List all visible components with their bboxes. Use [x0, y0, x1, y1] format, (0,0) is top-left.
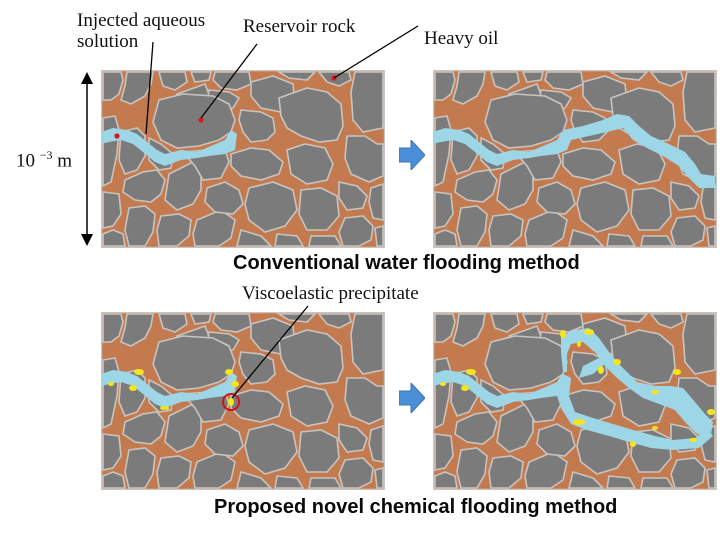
precipitate [466, 369, 476, 375]
leader-line-rock [200, 43, 258, 119]
precipitate [129, 385, 137, 391]
leader-line-injected [145, 41, 154, 135]
water-path [579, 358, 605, 378]
precipitate [461, 385, 469, 391]
water-path [101, 370, 237, 408]
precipitate [440, 382, 446, 386]
scale-base: 10 [16, 150, 35, 172]
marker-injected-solution [114, 133, 120, 139]
heavy-oil-label: Heavy oil [424, 28, 499, 49]
precipitate-blobs [440, 329, 715, 447]
water-path [557, 374, 713, 450]
precipitate-highlight-circle [222, 393, 240, 411]
precipitate [231, 381, 239, 387]
double-vertical-arrow-icon [81, 72, 93, 246]
precipitate [228, 398, 234, 406]
leader-line-precipitate [231, 305, 309, 399]
precipitate [598, 366, 604, 374]
water-path [433, 114, 715, 188]
micromodel-proposed-before [101, 312, 385, 490]
water-path [101, 128, 237, 166]
injected-aqueous-solution-label: Injected aqueous solution [77, 10, 205, 52]
reservoir-rock-label: Reservoir rock [243, 16, 356, 37]
precipitate [560, 330, 566, 338]
water-path [561, 328, 713, 438]
scale-unit: m [57, 150, 73, 172]
injected-label-line2: solution [77, 31, 139, 52]
precipitate [651, 390, 659, 394]
precipitate [134, 369, 144, 375]
precipitate [689, 438, 697, 442]
injected-label-line1: Injected aqueous [77, 10, 206, 31]
leader-line-oil [333, 25, 419, 79]
precipitate [584, 329, 594, 335]
micromodel-proposed-after [433, 312, 717, 490]
precipitate [577, 341, 581, 347]
precipitate [225, 369, 233, 375]
scale-label: 10 −3 m [16, 145, 72, 171]
conventional-caption: Conventional water flooding method [233, 252, 580, 274]
precipitate [160, 406, 166, 410]
proposed-caption: Proposed novel chemical flooding method [214, 496, 618, 518]
marker-reservoir-rock [198, 117, 204, 123]
precipitate [108, 382, 114, 386]
water-paths [433, 328, 713, 450]
precipitate [630, 441, 636, 447]
precipitate [652, 426, 658, 430]
scale-exponent: −3 [39, 148, 53, 162]
micromodel-conventional-after [433, 70, 717, 248]
right-arrow-icon [399, 383, 425, 413]
precipitate-blobs [108, 369, 239, 410]
precipitate [707, 409, 715, 415]
viscoelastic-precipitate-label: Viscoelastic precipitate [242, 283, 419, 304]
right-arrow-icon [399, 140, 425, 170]
precipitate [613, 359, 621, 365]
precipitate [165, 406, 169, 410]
precipitate [573, 419, 585, 425]
water-path [433, 370, 567, 408]
precipitate [673, 369, 681, 375]
